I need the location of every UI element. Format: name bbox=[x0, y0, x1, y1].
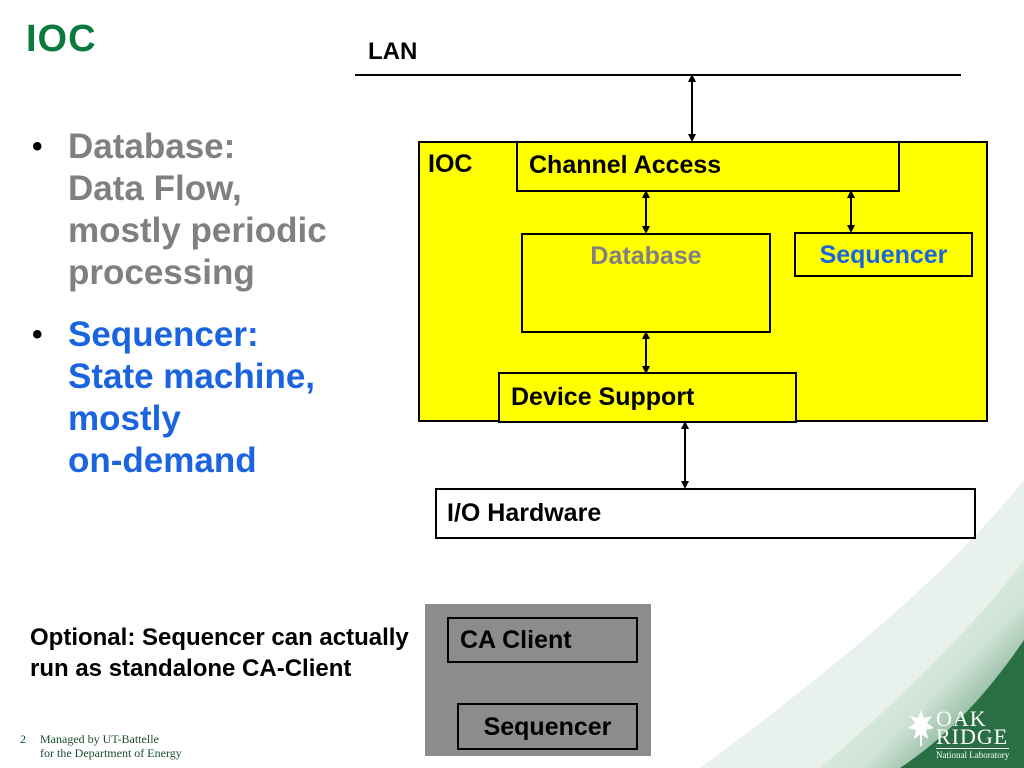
bullet-line: State machine, bbox=[68, 357, 316, 396]
database-box: Database bbox=[521, 233, 771, 333]
ca-client-box: CA Client bbox=[447, 617, 638, 663]
leaf-icon bbox=[908, 710, 934, 746]
footer: 2 Managed by UT-Battelle for the Departme… bbox=[20, 732, 182, 760]
bullet-line: mostly periodic bbox=[68, 211, 327, 250]
bullet-line: mostly bbox=[68, 399, 181, 438]
bullet-list: • Database: Data Flow, mostly periodic p… bbox=[28, 126, 398, 502]
ioc-label: IOC bbox=[428, 150, 473, 178]
bullet-sequencer: • Sequencer: State machine, mostly on-de… bbox=[28, 314, 398, 482]
standalone-sequencer-box: Sequencer bbox=[457, 703, 638, 750]
bullet-line: processing bbox=[68, 253, 255, 292]
logo-word-oak: OAK bbox=[936, 706, 987, 731]
device-support-box: Device Support bbox=[498, 372, 797, 423]
optional-note: Optional: Sequencer can actually run as … bbox=[30, 624, 409, 682]
bullet-line: on-demand bbox=[68, 441, 257, 480]
slide-title: IOC bbox=[26, 18, 97, 60]
bullet-database: • Database: Data Flow, mostly periodic p… bbox=[28, 126, 398, 294]
page-number: 2 bbox=[20, 732, 26, 746]
lan-label: LAN bbox=[368, 38, 418, 65]
io-hardware-box: I/O Hardware bbox=[435, 488, 976, 539]
bullet-dot: • bbox=[32, 130, 43, 163]
bullet-line: Database: bbox=[68, 127, 236, 166]
bullet-dot: • bbox=[32, 318, 43, 351]
channel-access-box: Channel Access bbox=[516, 141, 900, 192]
bullet-line: Data Flow, bbox=[68, 169, 242, 208]
logo-word-ridge: RIDGE bbox=[936, 724, 1009, 749]
bullet-line: Sequencer: bbox=[68, 315, 259, 354]
oak-ridge-logo: OAK RIDGE National Laboratory bbox=[906, 706, 1018, 762]
footer-line-2: for the Department of Energy bbox=[40, 746, 182, 760]
logo-subtitle: National Laboratory bbox=[936, 748, 1010, 760]
footer-line-1: Managed by UT-Battelle bbox=[40, 732, 159, 746]
sequencer-box: Sequencer bbox=[794, 232, 973, 277]
lan-line bbox=[355, 74, 961, 76]
